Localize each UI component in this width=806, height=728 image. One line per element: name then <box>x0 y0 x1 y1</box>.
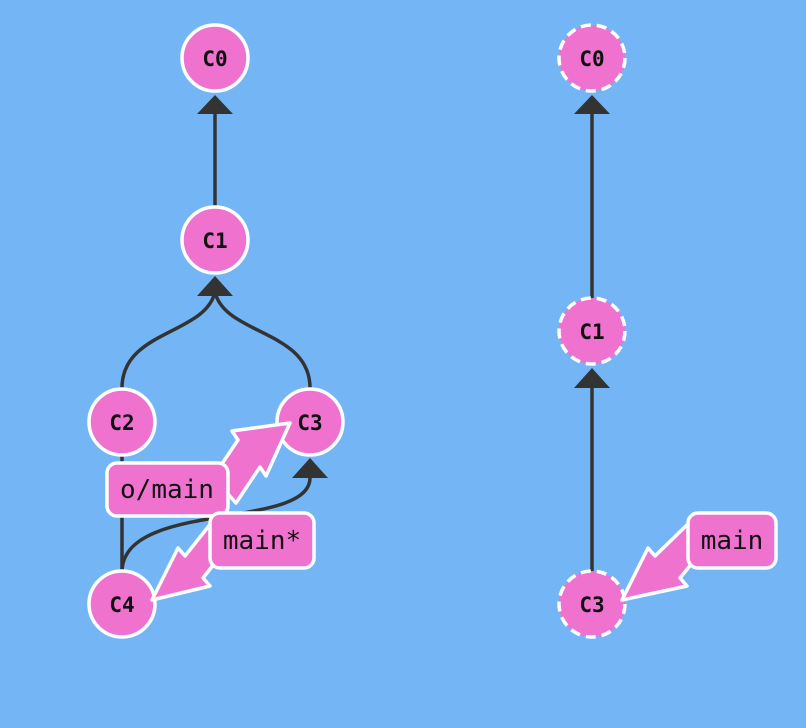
arrowhead-icon <box>197 276 233 296</box>
commit-label: C3 <box>297 411 322 435</box>
commit-node[interactable]: C3 <box>557 569 627 639</box>
edge-c3-c1 <box>213 291 312 389</box>
local-repo: C0 C1 C2 C3 C4 o/main main* <box>87 23 345 639</box>
edge-c2-c1 <box>120 291 217 389</box>
branch-label: main <box>701 526 764 556</box>
branch-arrow-icon <box>211 421 292 505</box>
remote-repo: C0 C1 C3 main <box>557 23 778 639</box>
commit-label: C2 <box>109 411 134 435</box>
commit-label: C0 <box>202 47 227 71</box>
commit-label: C1 <box>202 229 227 253</box>
commit-node[interactable]: C1 <box>180 205 250 275</box>
branch-ref[interactable]: o/main <box>105 421 292 518</box>
commit-node[interactable]: C4 <box>87 569 157 639</box>
local-arrowheads <box>197 95 328 478</box>
commit-label: C0 <box>579 47 604 71</box>
commit-label: C3 <box>579 593 604 617</box>
arrowhead-icon <box>292 458 328 478</box>
arrowhead-icon <box>197 95 233 114</box>
commit-node[interactable]: C0 <box>557 23 627 93</box>
commit-label: C4 <box>109 593 134 617</box>
commit-node[interactable]: C0 <box>180 23 250 93</box>
arrowhead-icon <box>574 368 610 388</box>
commit-node[interactable]: C1 <box>557 296 627 366</box>
arrowhead-icon <box>574 95 610 114</box>
branch-arrow-icon <box>620 520 708 602</box>
branch-label: o/main <box>120 475 214 505</box>
commit-node[interactable]: C3 <box>275 387 345 457</box>
remote-arrowheads <box>574 95 610 388</box>
branch-ref[interactable]: main <box>620 511 778 602</box>
commit-label: C1 <box>579 320 604 344</box>
branch-label: main* <box>223 526 301 556</box>
commit-node[interactable]: C2 <box>87 387 157 457</box>
branch-ref[interactable]: main* <box>150 511 316 602</box>
